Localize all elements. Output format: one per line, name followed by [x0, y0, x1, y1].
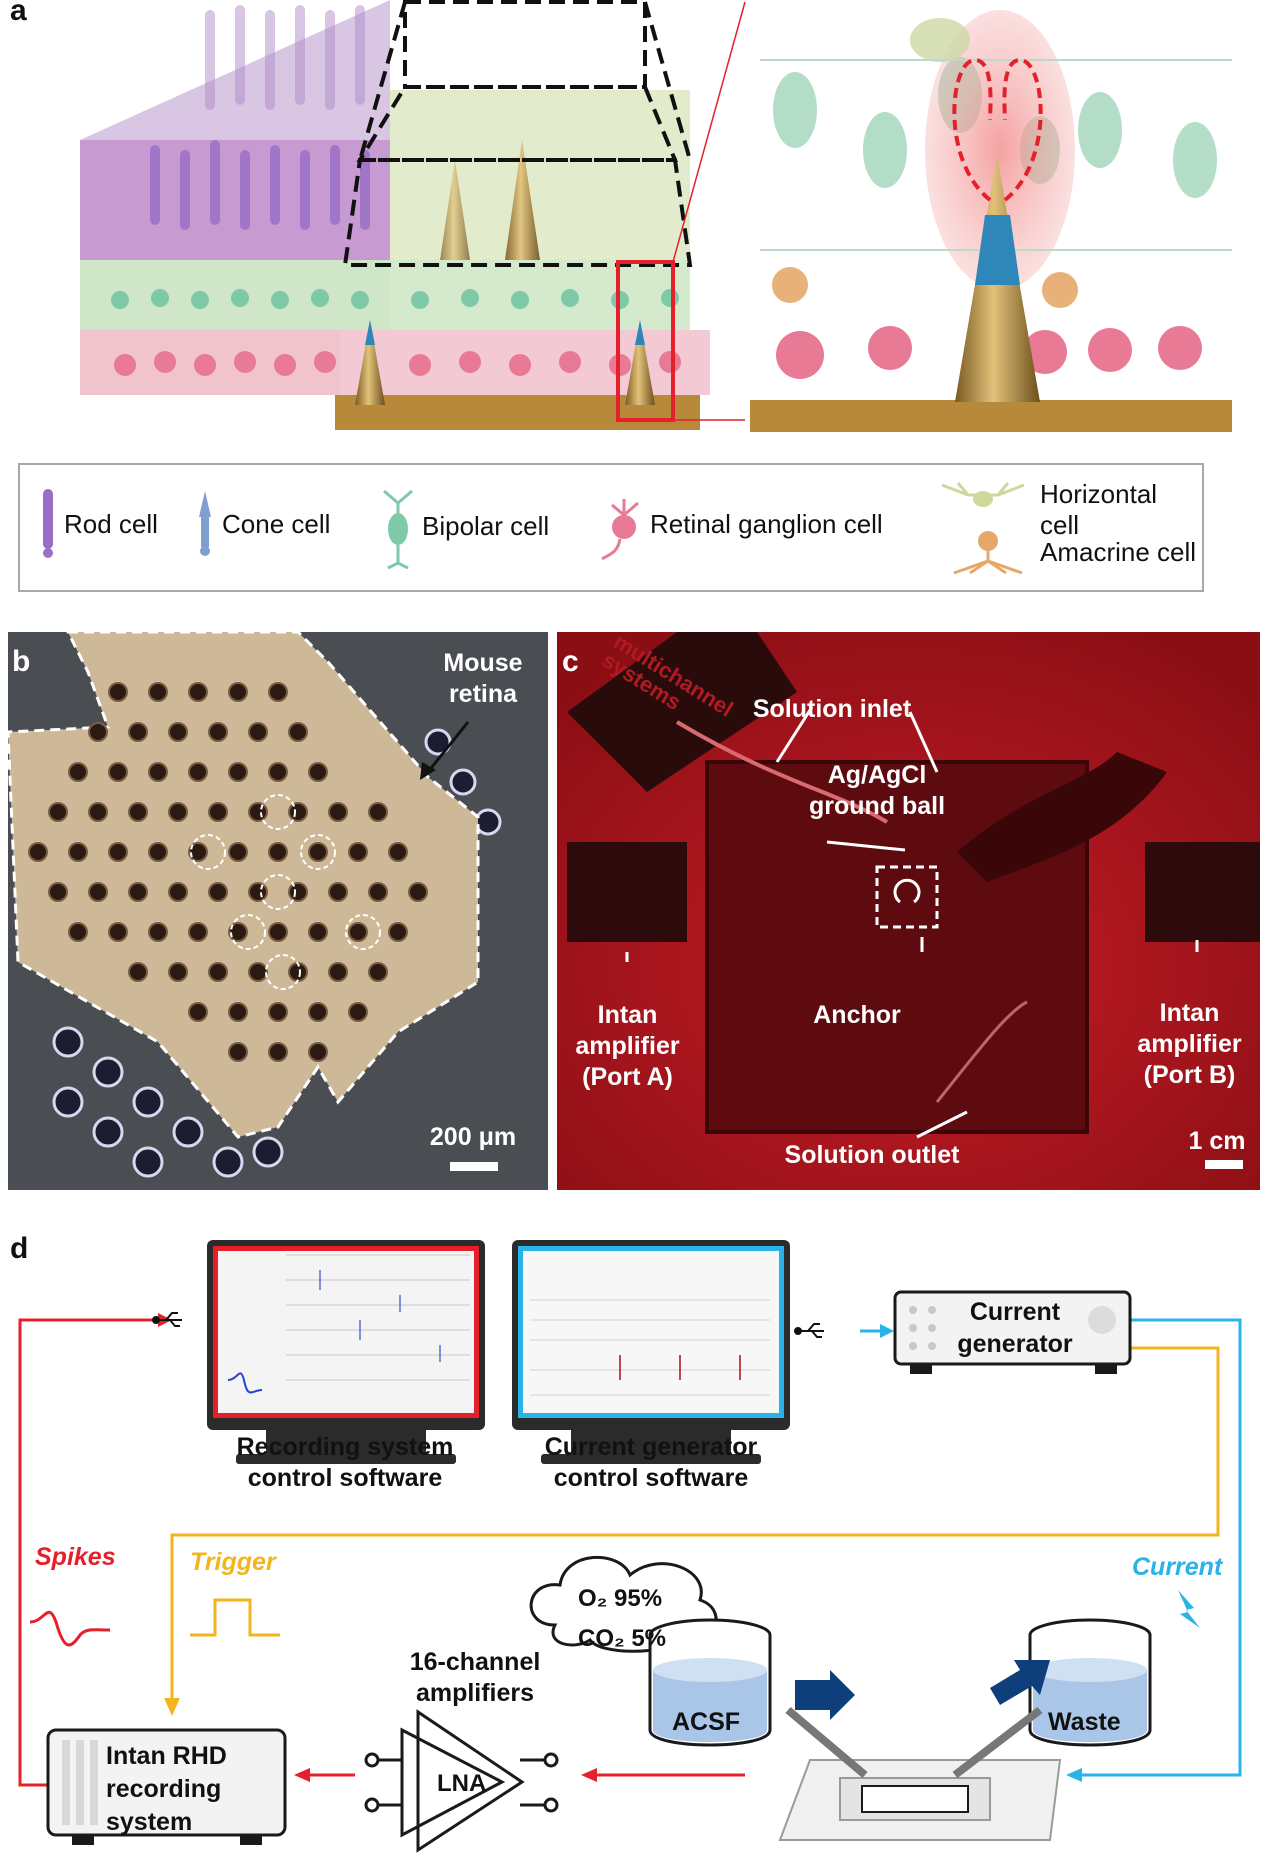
spikes-label: Spikes: [35, 1543, 116, 1571]
intan-rhd-device: [46, 1728, 287, 1845]
legend-cone-cell: Cone cell: [222, 509, 331, 539]
bipolar-cell-icon: [383, 489, 413, 570]
solution-inlet-label: Solution inlet: [752, 695, 912, 723]
panel-label-d: d: [10, 1232, 29, 1265]
outflow-arrow: [990, 1660, 1050, 1705]
waste-label: Waste: [1048, 1708, 1121, 1736]
scale-label-b: 200 μm: [429, 1123, 517, 1151]
panel-c-photo: multichannel systems Solution inlet Ag/A…: [557, 632, 1260, 1190]
current-label: Current: [1132, 1553, 1223, 1581]
solution-outlet-label: Solution outlet: [784, 1141, 960, 1169]
recording-setup-photo: [557, 632, 1260, 1190]
anchor-highlight-box: [875, 865, 939, 929]
rod-cell-icon: [43, 489, 53, 558]
mouse-retina-label: Mouse retina: [443, 649, 523, 708]
system-block-diagram: [18, 1240, 1242, 1853]
usb-icon-right: [794, 1323, 824, 1338]
current-generator-device: [893, 1290, 1132, 1374]
amplifiers-label: 16-channel amplifiers: [409, 1648, 541, 1707]
lightning-icon: [1178, 1590, 1200, 1628]
retina-on-mea-image: [8, 632, 502, 1178]
current-software-label: Current generator control software: [544, 1433, 758, 1492]
legend-retinal-ganglion-cell: Retinal ganglion cell: [650, 509, 883, 539]
legend-bipolar-cell: Bipolar cell: [422, 511, 550, 541]
inflow-arrow: [795, 1670, 855, 1720]
selected-electrodes: [190, 794, 381, 990]
recording-software-label: Recording system control software: [236, 1433, 454, 1492]
legend-amacrine-cell: Amacrine cell: [1040, 537, 1197, 567]
current-generator-software-monitor: [512, 1240, 790, 1464]
scale-bar-1cm: [1205, 1160, 1243, 1169]
usb-icon-left: [152, 1312, 182, 1327]
electrode-grid: [28, 682, 428, 1062]
cell-type-legend: Rod cell Cone cell Bipolar cell Retinal …: [18, 463, 1204, 592]
panel-label-a: a: [10, 0, 27, 27]
panel-b-micrograph: Mouse retina 200 μm: [8, 632, 548, 1190]
cone-cell-icon: [199, 491, 211, 556]
spike-waveform-icon: [29, 1610, 111, 1647]
retina-tissue-outline: [8, 632, 480, 1139]
lna-label: LNA: [437, 1770, 487, 1797]
rod-cells: [150, 140, 370, 230]
waste-beaker: [1028, 1618, 1152, 1747]
scale-bar-200um: [450, 1162, 498, 1171]
intan-rhd-label: Intan RHD recording system: [106, 1742, 227, 1836]
panel-label-b: b: [12, 645, 31, 678]
lna-amplifier-symbol: [364, 1709, 559, 1853]
o2-label: O₂ 95%: [578, 1585, 663, 1612]
co2-label: CO₂ 5%: [578, 1625, 667, 1652]
panel-label-c: c: [562, 645, 579, 678]
current-generator-label: Current generator: [957, 1298, 1073, 1358]
legend-horizontal-cell: Horizontal cell: [1040, 479, 1158, 540]
acsf-label: ACSF: [672, 1708, 741, 1736]
trigger-pulse-icon: [190, 1598, 280, 1637]
ganglion-cell-icon: [601, 499, 639, 561]
retina-schematic-illustration: [80, 0, 1232, 432]
ground-ball-label: Ag/AgCl ground ball: [808, 761, 946, 820]
anchor-label: Anchor: [813, 1001, 901, 1029]
recording-software-monitor: [207, 1240, 485, 1464]
intan-port-b-label: Intan amplifier (Port B): [1137, 999, 1242, 1089]
acsf-beaker: [648, 1618, 772, 1747]
mea-chamber: [778, 1706, 1062, 1841]
scale-label-c: 1 cm: [1188, 1127, 1246, 1155]
horizontal-cell-icon: [941, 482, 1025, 507]
amacrine-cell-icon: [953, 531, 1023, 575]
trigger-label: Trigger: [190, 1548, 276, 1576]
intan-port-a-label: Intan amplifier (Port A): [575, 1001, 680, 1091]
legend-rod-cell: Rod cell: [64, 509, 158, 539]
